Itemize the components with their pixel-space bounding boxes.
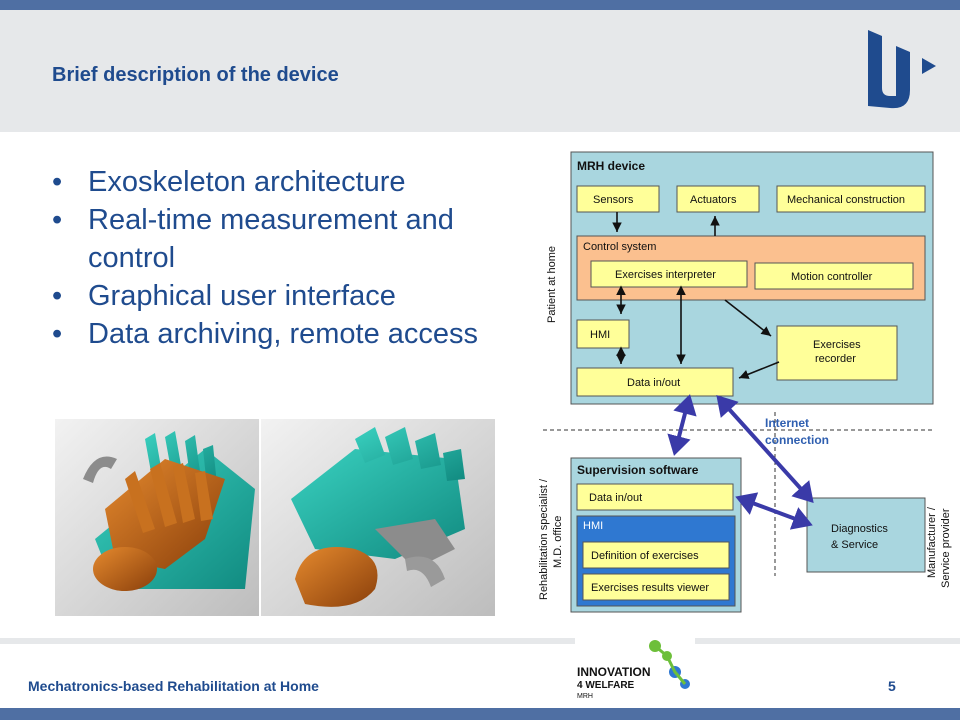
svg-text:Exercises: Exercises (813, 339, 861, 351)
svg-text:Control system: Control system (583, 241, 656, 253)
svg-text:Exercises results viewer: Exercises results viewer (591, 582, 709, 594)
top-accent-bar (0, 0, 960, 10)
svg-text:MRH: MRH (577, 693, 593, 700)
svg-text:Definition of exercises: Definition of exercises (591, 550, 699, 562)
svg-text:MRH device: MRH device (577, 159, 645, 173)
innovation-4-welfare-logo: INNOVATION 4 WELFARE MRH (575, 632, 695, 704)
svg-text:Sensors: Sensors (593, 194, 634, 206)
svg-text:4 WELFARE: 4 WELFARE (577, 680, 635, 691)
internet-label: Internet (765, 416, 809, 430)
footer-title: Mechatronics-based Rehabilitation at Hom… (28, 678, 319, 694)
slide-title: Brief description of the device (52, 64, 339, 86)
bullet-item: •Data archiving, remote access (52, 318, 479, 350)
rehab-specialist-label: Rehabilitation specialist / (538, 478, 550, 600)
svg-text:HMI: HMI (590, 329, 610, 341)
mechanical-construction-box: Mechanical construction (776, 185, 926, 213)
university-logo-icon (868, 30, 936, 109)
svg-text:Data in/out: Data in/out (589, 492, 642, 504)
bottom-accent-bar (0, 708, 960, 720)
manufacturer-label: Manufacturer / (926, 506, 938, 578)
motion-controller-box: Motion controller (754, 262, 914, 290)
svg-text:recorder: recorder (815, 353, 856, 365)
svg-text:Diagnostics: Diagnostics (831, 523, 888, 535)
svg-text:Mechanical construction: Mechanical construction (787, 194, 905, 206)
svg-text:Motion controller: Motion controller (791, 271, 873, 283)
exercises-interpreter-box: Exercises interpreter (590, 260, 748, 288)
svg-text:HMI: HMI (583, 520, 603, 532)
service-provider-label: Service provider (940, 508, 952, 588)
svg-text:& Service: & Service (831, 539, 878, 551)
patient-at-home-label: Patient at home (546, 246, 558, 323)
bullet-item: •Exoskeleton architecture (52, 166, 406, 198)
exoskeleton-render-right (261, 419, 495, 616)
slide-header (0, 10, 960, 132)
sensors-box: Sensors (576, 185, 660, 213)
sup-data-inout-box: Data in/out (576, 483, 734, 511)
exoskeleton-render-left (55, 419, 259, 616)
hmi-box: HMI (576, 319, 630, 349)
internal-arrows (612, 212, 780, 379)
svg-text:INNOVATION: INNOVATION (577, 665, 651, 679)
bullet-item: •Real-time measurement and control (52, 204, 454, 274)
footer-divider (0, 638, 960, 644)
system-block-diagram: MRH device Patient at home Sensors Actua… (538, 151, 952, 613)
page-number: 5 (888, 678, 896, 694)
svg-text:Actuators: Actuators (690, 194, 737, 206)
svg-text:Data in/out: Data in/out (627, 377, 680, 389)
definition-of-exercises-box: Definition of exercises (582, 541, 730, 569)
bullet-item: •Graphical user interface (52, 280, 396, 312)
diagnostics-service-box: Diagnostics & Service (806, 497, 926, 573)
actuators-box: Actuators (676, 185, 760, 213)
exercises-results-viewer-box: Exercises results viewer (582, 573, 730, 601)
md-office-label: M.D. office (552, 516, 564, 568)
exercises-recorder-box: Exercises recorder (776, 325, 898, 381)
connection-label: connection (765, 433, 829, 447)
network-arrows (667, 394, 814, 530)
svg-text:Exercises interpreter: Exercises interpreter (615, 269, 716, 281)
svg-text:Supervision software: Supervision software (577, 463, 699, 477)
exoskeleton-renders (55, 419, 495, 616)
bullet-list: •Exoskeleton architecture •Real-time mea… (52, 163, 522, 353)
data-inout-box: Data in/out (576, 367, 734, 397)
